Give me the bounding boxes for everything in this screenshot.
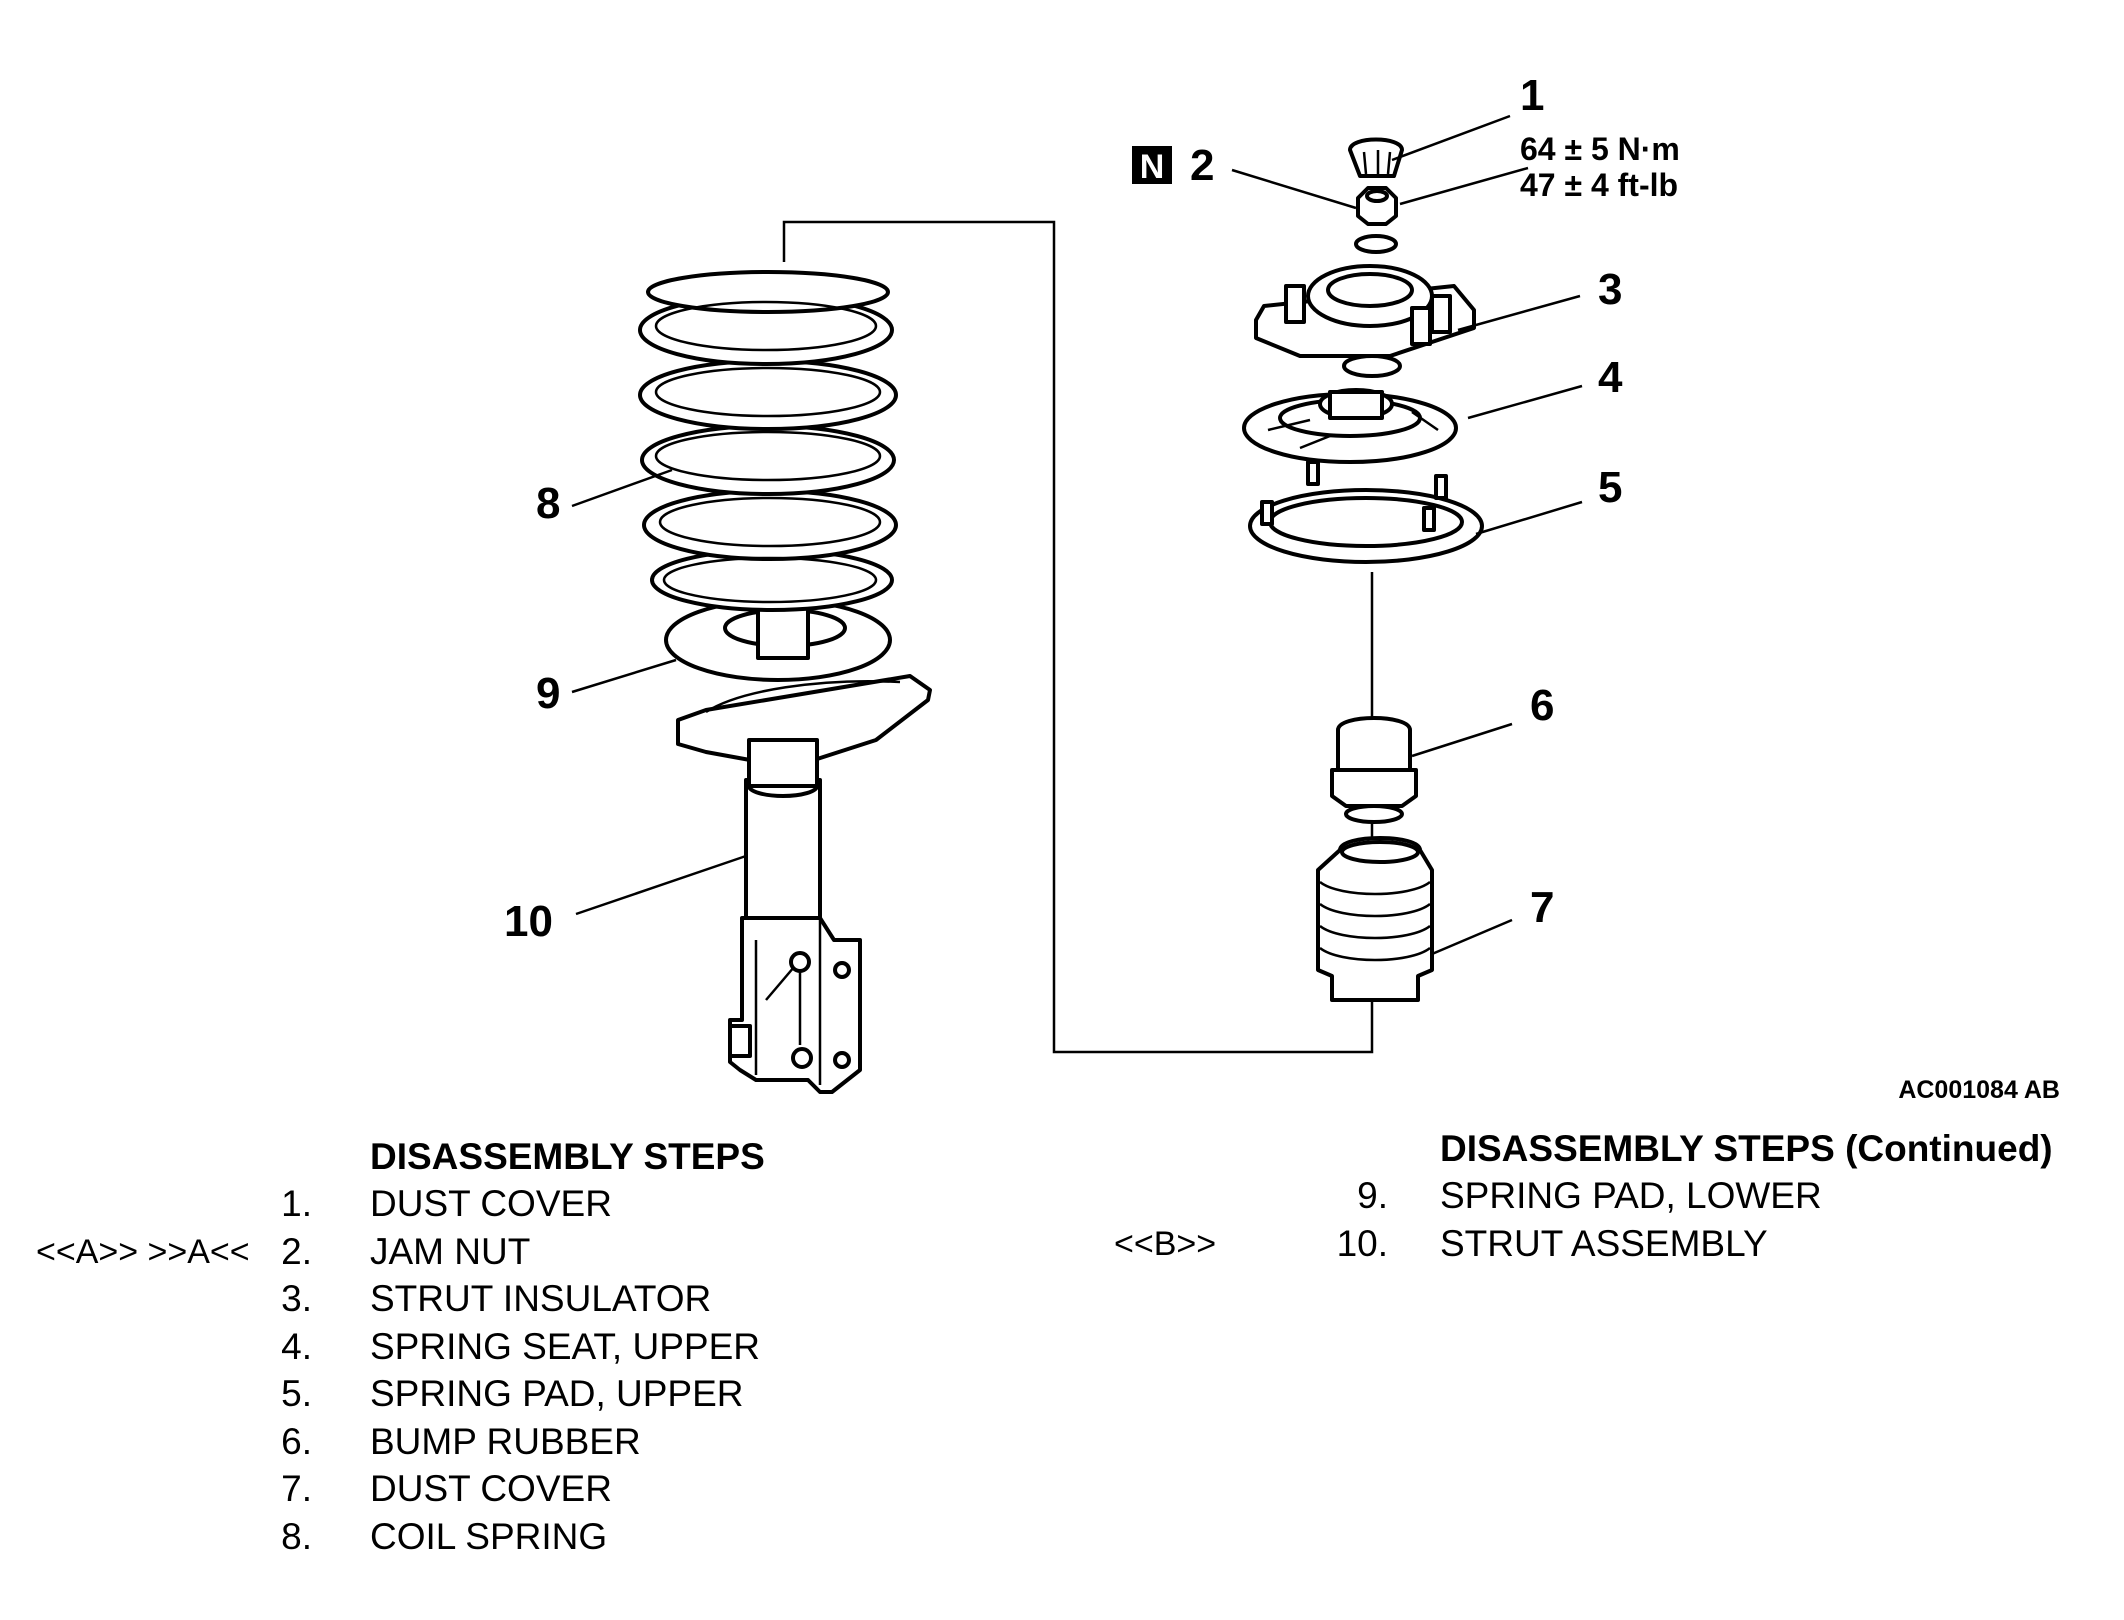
steps-heading: DISASSEMBLY STEPS (370, 1136, 765, 1177)
spring-seat-upper (1242, 388, 1458, 464)
step-label: SPRING PAD, LOWER (1440, 1175, 1822, 1216)
strut-assembly (676, 674, 932, 1094)
step-number: 10. (1336, 1222, 1388, 1264)
dust-cover-boot (1316, 836, 1434, 1002)
callout-2: 2 (1190, 141, 1214, 190)
step-label: DUST COVER (370, 1468, 612, 1509)
step-reference-mark: <<B>> (1114, 1224, 1217, 1263)
step-number: 1. (281, 1183, 312, 1224)
torque-metric: 64 ± 5 N·m (1520, 131, 1680, 167)
step-label: SPRING SEAT, UPPER (370, 1325, 760, 1367)
step-label: STRUT INSULATOR (370, 1278, 712, 1319)
step-reference-mark: <<A>> >>A<< (36, 1232, 250, 1271)
callout-3: 3 (1598, 265, 1622, 314)
callout-8: 8 (536, 479, 560, 528)
dust-cap (1348, 137, 1404, 178)
step-label: DUST COVER (370, 1183, 612, 1224)
step-number: 6. (281, 1420, 312, 1462)
step-number: 4. (281, 1325, 312, 1367)
jam-nut (1354, 186, 1398, 254)
leader-lines (571, 114, 1583, 956)
step-number: 8. (281, 1515, 312, 1557)
figure-id: AC001084 AB (1898, 1076, 2060, 1104)
callout-1: 1 (1520, 71, 1544, 120)
step-label: JAM NUT (370, 1230, 531, 1272)
step-number: 9. (1357, 1175, 1388, 1216)
callout-4: 4 (1598, 353, 1623, 402)
step-label: SPRING PAD, UPPER (370, 1373, 744, 1414)
callout-6: 6 (1530, 681, 1554, 730)
torque-imperial: 47 ± 4 ft-lb (1520, 167, 1678, 203)
step-label: BUMP RUBBER (370, 1420, 641, 1462)
step-number: 5. (281, 1373, 312, 1414)
callout-7: 7 (1530, 883, 1554, 932)
step-number: 3. (281, 1278, 312, 1319)
callout-10: 10 (504, 897, 553, 946)
steps-heading-continued: DISASSEMBLY STEPS (Continued) (1440, 1128, 2053, 1169)
step-number: 2. (281, 1230, 312, 1272)
coil-spring (638, 270, 898, 612)
strut-insulator (1254, 264, 1476, 378)
step-number: 7. (281, 1468, 312, 1509)
bump-rubber (1330, 716, 1418, 824)
callout-5: 5 (1598, 463, 1622, 512)
new-part-badge: N (1132, 146, 1172, 186)
callout-9: 9 (536, 669, 560, 718)
step-label: STRUT ASSEMBLY (1440, 1222, 1768, 1264)
new-part-badge-letter: N (1140, 148, 1165, 186)
step-label: COIL SPRING (370, 1515, 608, 1557)
spring-pad-upper (1248, 460, 1484, 564)
